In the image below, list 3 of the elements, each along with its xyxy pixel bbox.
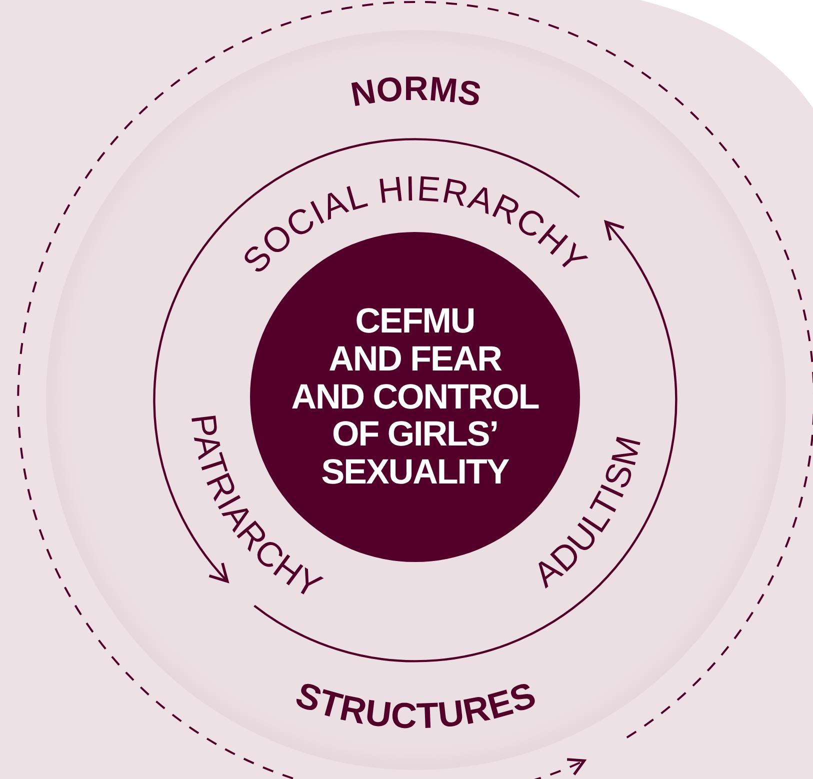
ring-label: STRUCTURES: [290, 674, 542, 736]
circle-label: CEFMU AND FEAR AND CONTROL OF GIRLS’ SEXUALITY: [291, 302, 539, 492]
ring-label: NORMS: [348, 70, 484, 114]
